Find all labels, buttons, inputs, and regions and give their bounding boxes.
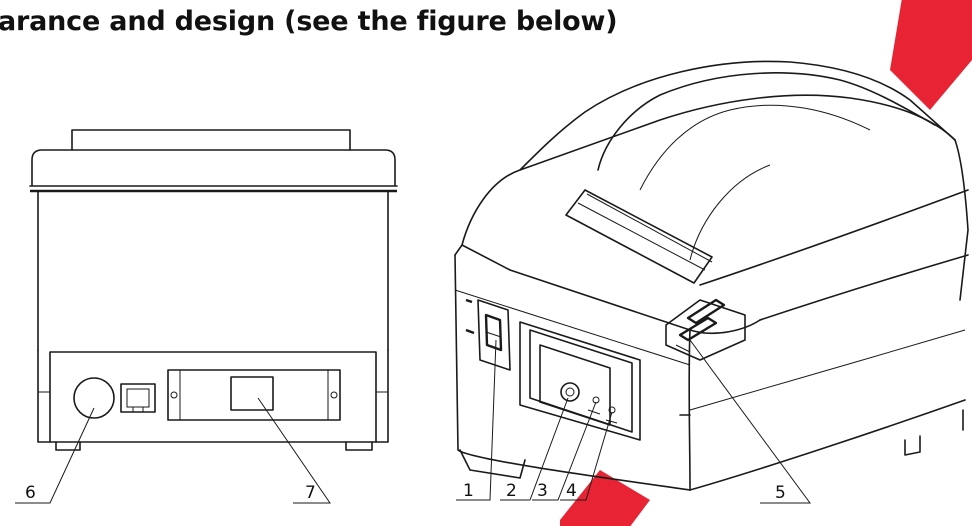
paper-exit xyxy=(565,189,713,284)
leader-6 xyxy=(15,407,95,504)
callout-numbers: 1 2 3 4 5 6 7 xyxy=(25,481,786,503)
rear-top-shoulder xyxy=(31,149,396,186)
callout-4: 4 xyxy=(566,481,577,501)
leader-3 xyxy=(532,401,597,501)
leader-5 xyxy=(689,339,811,504)
rear-view xyxy=(29,129,398,451)
leader-7 xyxy=(257,397,331,504)
rear-cover-top xyxy=(71,129,351,151)
cover-window xyxy=(597,72,936,171)
front-view xyxy=(454,60,969,491)
callout-6: 6 xyxy=(25,483,36,503)
cover-lever-housing xyxy=(665,299,746,361)
callout-1: 1 xyxy=(463,481,474,501)
rear-feet xyxy=(55,441,373,451)
callout-5: 5 xyxy=(775,483,786,503)
cover-open-lever xyxy=(686,298,726,325)
front-panel-top xyxy=(454,244,761,334)
callout-leaders xyxy=(15,339,811,504)
power-switch xyxy=(477,299,511,371)
callout-3: 3 xyxy=(537,481,548,501)
leader-4 xyxy=(560,411,613,501)
callout-2: 2 xyxy=(506,481,517,501)
leader-1 xyxy=(456,339,497,501)
power-socket xyxy=(73,377,115,419)
rear-port-panel xyxy=(49,351,377,443)
watermark xyxy=(560,0,972,526)
leader-2 xyxy=(500,397,569,501)
interface-board xyxy=(167,369,341,421)
section-heading: arance and design (see the figure below) xyxy=(0,6,618,37)
rear-body xyxy=(37,190,389,351)
feed-button xyxy=(560,382,580,402)
control-panel xyxy=(519,321,641,441)
interface-port xyxy=(230,376,274,411)
callout-7: 7 xyxy=(305,483,316,503)
rj-connector xyxy=(120,383,156,413)
front-panel xyxy=(454,254,691,491)
cover-outline xyxy=(461,94,956,246)
